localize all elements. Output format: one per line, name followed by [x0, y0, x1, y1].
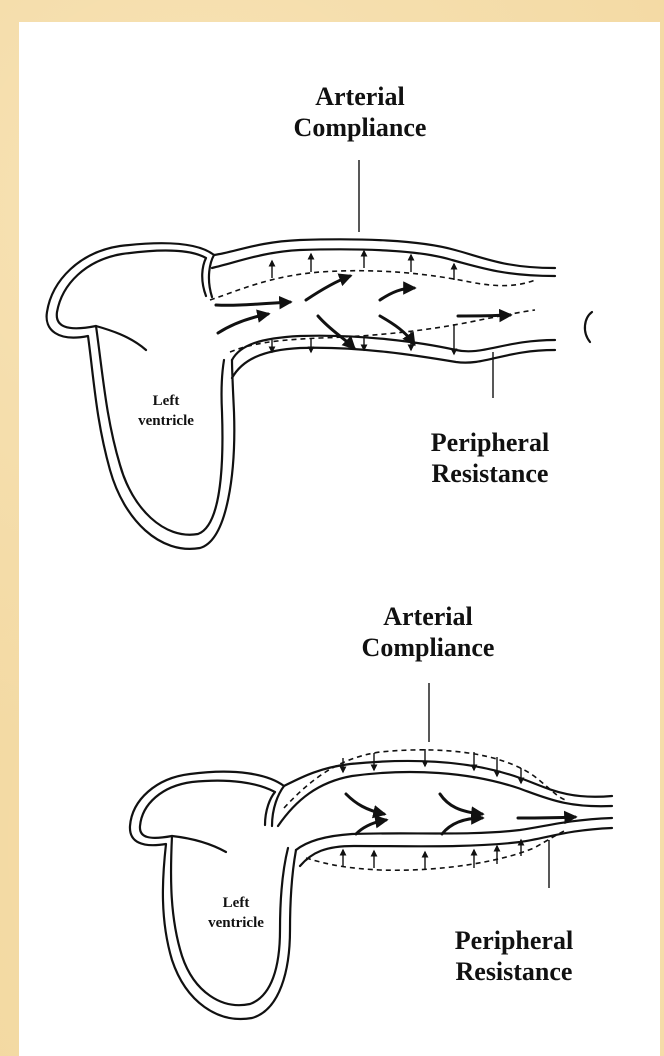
ventricle-label-line2-top: ventricle: [116, 412, 216, 432]
aorta-lower-outer-wall-top: [232, 348, 555, 378]
resistance-label-line1-top: Peripheral: [400, 428, 580, 459]
compliance-label-line2-top: Compliance: [262, 113, 458, 144]
compliance-label-line1-top: Arterial: [262, 82, 458, 113]
compliance-label-bottom: Arterial Compliance: [330, 602, 526, 663]
resistance-label-line2-bottom: Resistance: [424, 957, 604, 988]
ventricle-label-line2-bottom: ventricle: [186, 914, 286, 934]
resistance-label-line2-top: Resistance: [400, 459, 580, 490]
resistance-label-top: Peripheral Resistance: [400, 428, 580, 489]
expanded-wall-lower-bottom: [306, 830, 566, 870]
ventricle-label-bottom: Left ventricle: [186, 894, 286, 933]
resistance-label-line1-bottom: Peripheral: [424, 926, 604, 957]
ventricle-valve-leaflet-top: [96, 326, 146, 350]
compliance-label-line2-bottom: Compliance: [330, 633, 526, 664]
flow-arrows-bottom: [346, 794, 575, 834]
compliance-label-line1-bottom: Arterial: [330, 602, 526, 633]
resting-wall-upper-top: [210, 271, 535, 300]
vessel-outlet-arc-top: [585, 312, 592, 342]
ventricle-label-top: Left ventricle: [116, 392, 216, 431]
aorta-upper-outer-wall-bottom: [284, 761, 612, 797]
top-diagram: [47, 160, 592, 549]
compliance-label-top: Arterial Compliance: [262, 82, 458, 143]
ventricle-label-line1-top: Left: [116, 392, 216, 412]
ventricle-label-line1-bottom: Left: [186, 894, 286, 914]
ventricle-valve-leaflet-bottom: [172, 836, 226, 852]
resistance-label-bottom: Peripheral Resistance: [424, 926, 604, 987]
